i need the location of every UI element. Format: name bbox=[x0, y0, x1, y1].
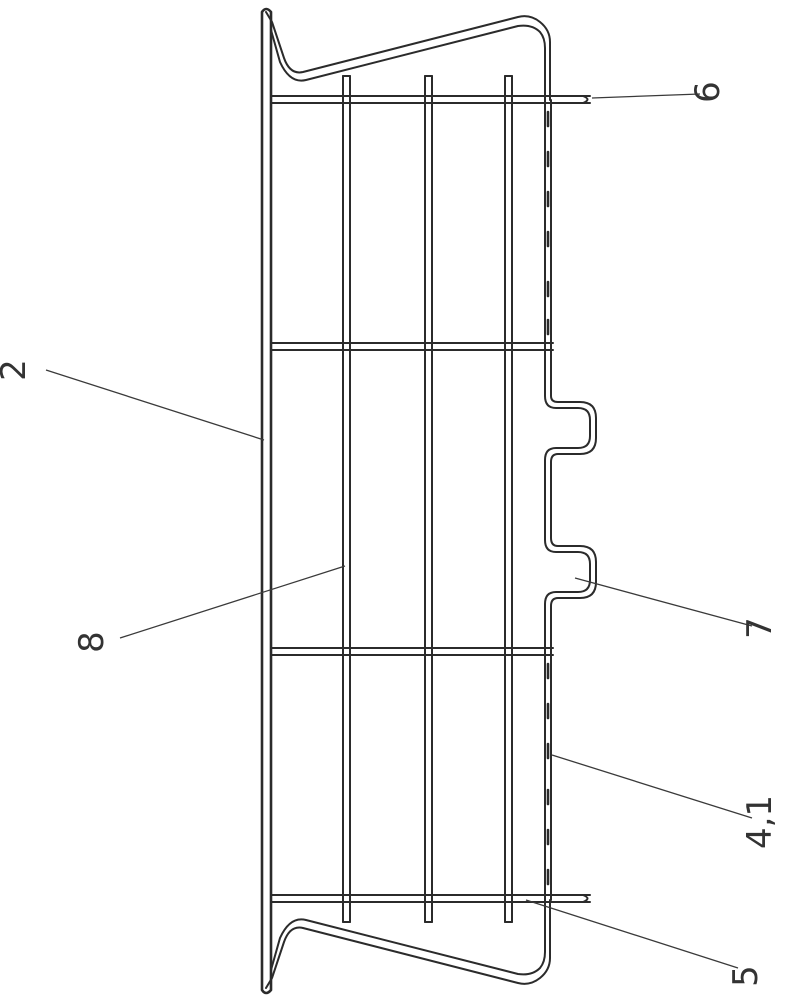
top-bent-wire bbox=[266, 12, 550, 100]
leader-2 bbox=[46, 370, 264, 440]
leader-4-1 bbox=[552, 755, 752, 818]
vertical-rods bbox=[343, 76, 512, 922]
leader-6 bbox=[592, 94, 700, 98]
left-frame-bar bbox=[262, 9, 271, 993]
leader-7 bbox=[575, 578, 752, 626]
callout-2: 2 bbox=[0, 359, 34, 381]
right-frame-wire bbox=[545, 100, 596, 900]
callout-6: 6 bbox=[688, 81, 728, 103]
leader-8 bbox=[120, 566, 345, 638]
callout-4-1: 4,1 bbox=[740, 795, 780, 849]
leader-5 bbox=[526, 900, 738, 968]
callout-5: 5 bbox=[726, 965, 766, 987]
leader-lines bbox=[46, 94, 752, 968]
bottom-bent-wire bbox=[266, 900, 550, 988]
cross-bars bbox=[271, 96, 590, 902]
callout-8: 8 bbox=[72, 631, 112, 653]
callout-7: 7 bbox=[740, 617, 780, 639]
